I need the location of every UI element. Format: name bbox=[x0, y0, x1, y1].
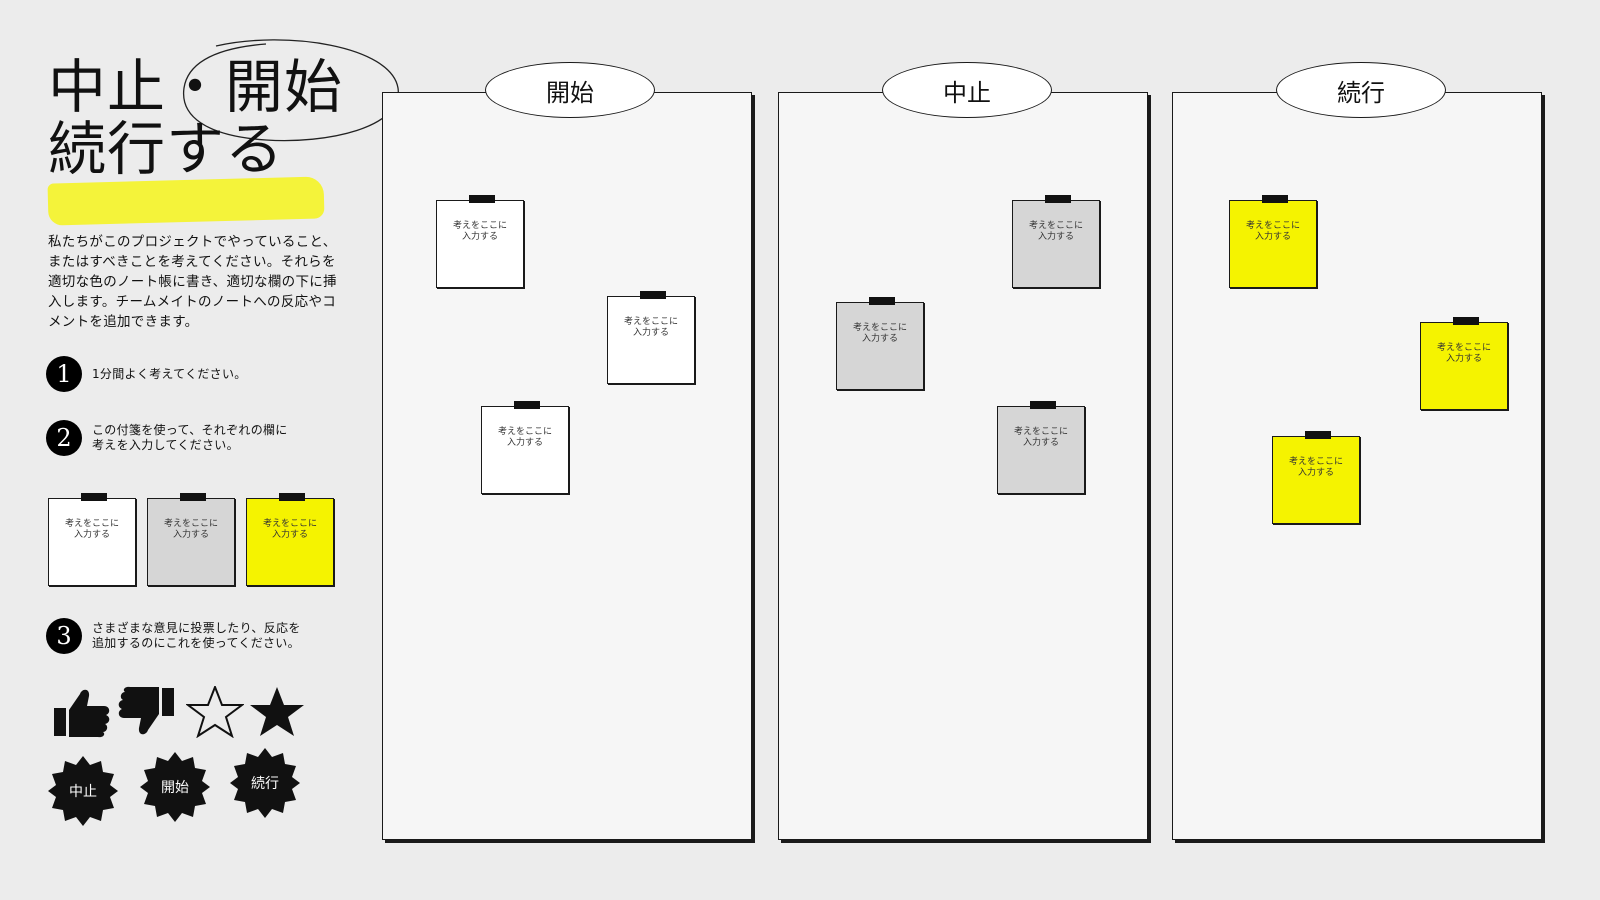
sticky-note[interactable]: 考えをここに 入力する bbox=[1012, 195, 1100, 288]
column-header-stop: 中止 bbox=[882, 62, 1052, 118]
instructions-text: 私たちがこのプロジェクトでやっていること、またはすべきことを考えてください。それ… bbox=[48, 234, 337, 330]
badge-start[interactable]: 開始 bbox=[140, 752, 210, 822]
sticky-note-text: 考えをここに 入力する bbox=[623, 317, 678, 338]
sticky-note-text: 考えをここに 入力する bbox=[1288, 457, 1343, 478]
tape bbox=[469, 195, 495, 203]
step-number-badge: 2 bbox=[46, 420, 82, 456]
tape bbox=[1045, 195, 1071, 203]
tape bbox=[1262, 195, 1288, 203]
sticky-note-text: 考えをここに 入力する bbox=[1245, 221, 1300, 242]
sticky-note-text: 考えをここに 入力する bbox=[852, 323, 907, 344]
sticky-note-text: 考えをここに 入力する bbox=[1028, 221, 1083, 242]
title-line-1: 中止・開始 bbox=[48, 53, 344, 121]
sticky-note-text: 考えをここに 入力する bbox=[497, 427, 552, 448]
sticky-note[interactable]: 考えをここに 入力する bbox=[1229, 195, 1317, 288]
tape bbox=[1030, 401, 1056, 409]
burst-badge-icon bbox=[48, 756, 118, 826]
star-filled-icon[interactable] bbox=[248, 686, 306, 738]
sticky-note[interactable]: 考えをここに 入力する bbox=[1420, 317, 1508, 410]
sticky-note-text: 考えをここに 入力する bbox=[452, 221, 507, 242]
step-text: 1分間よく考えてください。 bbox=[92, 366, 247, 381]
tape bbox=[1453, 317, 1479, 325]
burst-badge-icon bbox=[140, 752, 210, 822]
sticky-note-text: 考えをここに 入力する bbox=[1436, 343, 1491, 364]
sticky-note-text: 考えをここに 入力する bbox=[1013, 427, 1068, 448]
column-header-continue: 続行 bbox=[1276, 62, 1446, 118]
sticky-note[interactable]: 考えをここに 入力する bbox=[836, 297, 924, 390]
star-outline-icon[interactable] bbox=[186, 686, 244, 738]
sticky-note-text: 考えをここに 入力する bbox=[163, 519, 218, 540]
thumbs-down-icon[interactable] bbox=[118, 686, 176, 738]
sticky-note[interactable]: 考えをここに 入力する bbox=[997, 401, 1085, 494]
sticky-note[interactable]: 考えをここに 入力する bbox=[481, 401, 569, 494]
step-1: 1 1分間よく考えてください。 bbox=[46, 356, 247, 392]
page-title: 中止・開始 続行する bbox=[47, 39, 399, 226]
badge-label: 開始 bbox=[161, 780, 189, 796]
tape bbox=[81, 493, 107, 501]
thumbs-up-icon[interactable] bbox=[52, 686, 110, 738]
badge-stop[interactable]: 中止 bbox=[48, 756, 118, 826]
step-2: 2 この付箋を使って、それぞれの欄に 考えを入力してください。 bbox=[46, 420, 288, 456]
reaction-icons bbox=[52, 686, 322, 746]
step-text: この付箋を使って、それぞれの欄に 考えを入力してください。 bbox=[92, 423, 288, 452]
sticky-note-template-yellow[interactable]: 考えをここに 入力する bbox=[246, 493, 334, 586]
sticky-note-text: 考えをここに 入力する bbox=[262, 519, 317, 540]
step-number-badge: 1 bbox=[46, 356, 82, 392]
tape bbox=[279, 493, 305, 501]
tape bbox=[869, 297, 895, 305]
sticky-note-template-grey[interactable]: 考えをここに 入力する bbox=[147, 493, 235, 586]
step-number-badge: 3 bbox=[46, 618, 82, 654]
burst-badge-icon bbox=[230, 748, 300, 818]
sticky-note-text: 考えをここに 入力する bbox=[64, 519, 119, 540]
title-highlight bbox=[47, 176, 325, 226]
tape bbox=[640, 291, 666, 299]
step-text: さまざまな意見に投票したり、反応を 追加するのにこれを使ってください。 bbox=[92, 621, 301, 650]
badge-label: 続行 bbox=[251, 776, 279, 792]
badge-label: 中止 bbox=[69, 784, 97, 800]
sticky-note[interactable]: 考えをここに 入力する bbox=[607, 291, 695, 384]
sticky-note[interactable]: 考えをここに 入力する bbox=[436, 195, 524, 288]
sticky-note-template-white[interactable]: 考えをここに 入力する bbox=[48, 493, 136, 586]
title-line-2: 続行する bbox=[48, 115, 285, 183]
badge-continue[interactable]: 続行 bbox=[230, 748, 300, 818]
tape bbox=[514, 401, 540, 409]
tape bbox=[1305, 431, 1331, 439]
tape bbox=[180, 493, 206, 501]
column-header-start: 開始 bbox=[485, 62, 655, 118]
step-3: 3 さまざまな意見に投票したり、反応を 追加するのにこれを使ってください。 bbox=[46, 618, 301, 654]
sticky-note[interactable]: 考えをここに 入力する bbox=[1272, 431, 1360, 524]
